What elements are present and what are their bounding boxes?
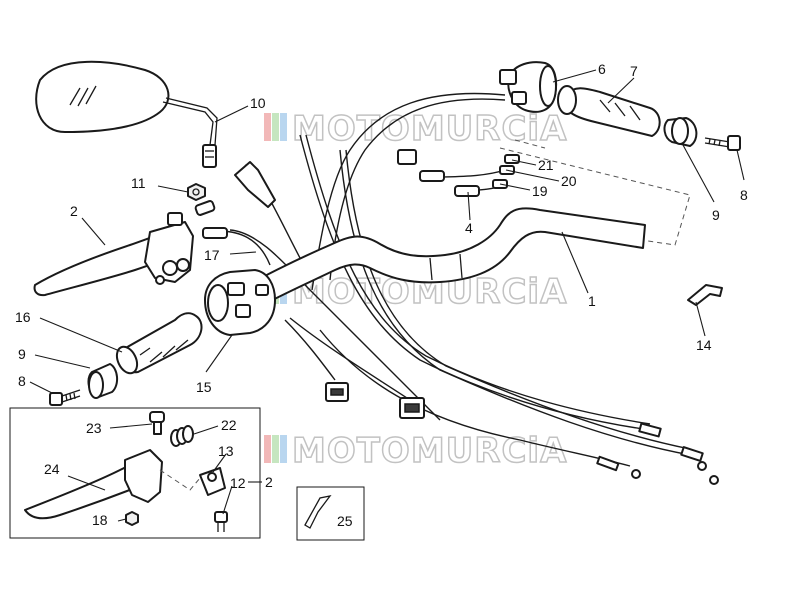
connector-upper <box>397 149 417 165</box>
right-grip-throttle <box>557 85 661 137</box>
clutch-lever-assembly <box>33 161 276 297</box>
callout-22: 22 <box>221 417 237 433</box>
left-switch-housing <box>204 269 276 336</box>
callout-7: 7 <box>630 63 638 79</box>
callout-8-left: 8 <box>18 373 26 389</box>
kit-dashed-guide <box>159 469 201 491</box>
callout-23: 23 <box>86 420 102 436</box>
cables <box>209 92 691 467</box>
callout-12: 12 <box>230 475 246 491</box>
callout-21: 21 <box>538 157 554 173</box>
callout-4: 4 <box>465 220 473 236</box>
svg-text:MOTOMURCiA: MOTOMURCiA <box>292 431 567 471</box>
right-switch-housing <box>499 61 558 113</box>
screw-left <box>49 389 81 406</box>
callout-2-main: 2 <box>70 203 78 219</box>
leader-lines <box>29 69 745 522</box>
callout-18: 18 <box>92 512 108 528</box>
cable-ends <box>419 170 719 485</box>
callout-25: 25 <box>337 513 353 529</box>
callout-15: 15 <box>196 379 212 395</box>
callout-10: 10 <box>250 95 266 111</box>
callout-13: 13 <box>218 443 234 459</box>
callout-6: 6 <box>598 61 606 77</box>
rear-view-mirror <box>35 60 218 168</box>
bar-end-weight-left <box>87 363 118 399</box>
handlebar <box>237 207 646 313</box>
wiring-connectors <box>325 382 425 419</box>
left-grip <box>115 312 203 375</box>
callout-24: 24 <box>44 461 60 477</box>
callout-19: 19 <box>532 183 548 199</box>
dashed-assembly-outline <box>499 147 691 246</box>
nut <box>187 183 206 201</box>
callout-11: 11 <box>131 175 146 191</box>
clip-box <box>296 486 365 541</box>
watermark-bottom: MOTOMURCiA <box>264 430 567 472</box>
cable-clip <box>304 495 332 529</box>
svg-text:MOTOMURCiA: MOTOMURCiA <box>292 109 567 149</box>
callout-1: 1 <box>588 293 596 309</box>
lever-kit-box <box>9 407 261 539</box>
callout-17: 17 <box>204 247 220 263</box>
callout-9-left: 9 <box>18 346 26 362</box>
screw-right <box>704 135 741 151</box>
callout-2-kit: 2 <box>265 474 273 490</box>
callout-9-right: 9 <box>712 207 720 223</box>
cable-bracket <box>687 284 723 306</box>
callout-labels: 10 11 2 17 16 9 8 15 6 7 8 9 21 20 19 4 … <box>15 61 748 529</box>
callout-8-right: 8 <box>740 187 748 203</box>
callout-20: 20 <box>561 173 577 189</box>
watermark-top: MOTOMURCiA <box>264 108 567 150</box>
callout-14: 14 <box>696 337 712 353</box>
bar-end-weight-right <box>663 117 698 147</box>
callout-16: 16 <box>15 309 31 325</box>
lever-kit-parts <box>24 411 228 532</box>
